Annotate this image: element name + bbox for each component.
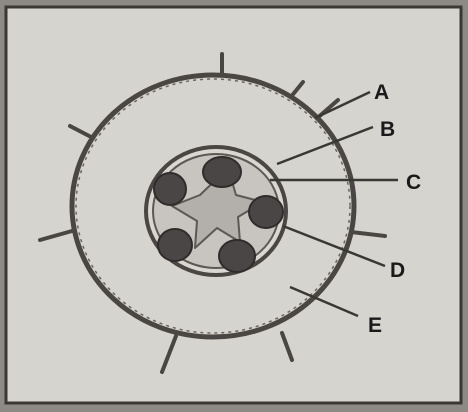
label-d: D <box>390 259 405 282</box>
phloem <box>158 229 192 261</box>
label-c: C <box>406 171 421 194</box>
phloem <box>203 157 241 187</box>
label-a: A <box>374 81 389 104</box>
phloem <box>154 173 186 205</box>
label-e: E <box>368 314 382 337</box>
phloem <box>219 240 255 272</box>
label-b: B <box>380 118 395 141</box>
phloem <box>249 196 283 228</box>
